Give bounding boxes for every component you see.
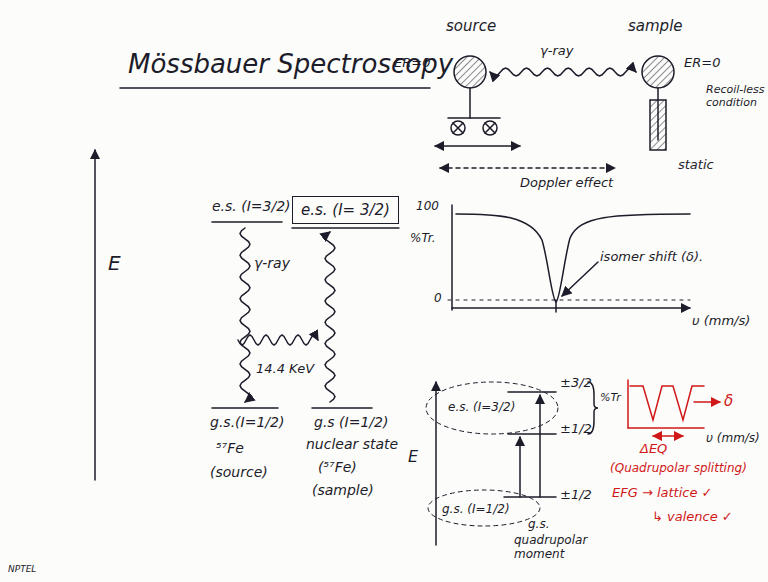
annotation: g.s. (I=1/2) — [442, 503, 510, 517]
annotation: E — [108, 252, 121, 275]
title-underline — [120, 87, 430, 89]
annotation: EFG → lattice ✓ — [612, 486, 712, 501]
annotation: υ (mm/s) — [706, 432, 760, 446]
energy-level — [212, 221, 282, 223]
annotation: quadrupolar moment — [514, 534, 610, 562]
gamma-ray-wave — [238, 335, 318, 345]
annotation: sample — [628, 18, 683, 35]
energy-level — [292, 227, 399, 229]
energy-level — [212, 407, 278, 409]
gamma-ray-wave — [325, 232, 335, 402]
annotation: υ (mm/s) — [692, 314, 750, 329]
annotation: g.s (I=1/2) — [314, 414, 388, 430]
annotation: isomer shift (δ). — [600, 250, 703, 265]
energy-level — [312, 407, 372, 409]
gamma-ray-wave — [240, 228, 250, 402]
annotation: source — [446, 18, 496, 35]
gamma-ray-wave — [490, 68, 636, 76]
annotation: ±3/2 — [560, 376, 592, 391]
annotation: static — [678, 158, 714, 173]
annotation: e.s. (I=3/2) — [212, 198, 291, 214]
energy-axis — [94, 150, 96, 480]
annotation: ↳ valence ✓ — [652, 510, 733, 525]
annotation: Doppler effect — [520, 176, 613, 191]
gamma-ray-waves — [238, 68, 636, 402]
annotation: (⁵⁷Fe) — [318, 459, 357, 475]
annotation: Recoil-less condition — [706, 84, 766, 109]
annotation: e.s. (I=3/2) — [448, 401, 515, 415]
annotation: ER=0 — [394, 56, 430, 71]
sample-atom — [642, 56, 674, 150]
boxed-energy-level: e.s. (I= 3/2) — [292, 196, 399, 224]
annotation: g.s.(I=1/2) — [210, 414, 284, 430]
quadrupole-spectrum — [628, 380, 720, 436]
annotation: γ-ray — [254, 255, 290, 271]
annotation: ΔEQ — [640, 442, 667, 457]
annotation: %Tr. — [410, 232, 435, 246]
annotation: nuclear state — [306, 436, 398, 452]
annotation: ±1/2 — [560, 422, 592, 437]
annotation: ±1/2 — [560, 488, 592, 503]
source-atom — [435, 56, 615, 168]
level-label: e.s. (I= 3/2) — [301, 201, 390, 219]
annotation: (Quadrupolar splitting) — [610, 462, 747, 476]
annotation: (sample) — [312, 482, 374, 498]
annotation: γ-ray — [540, 44, 573, 59]
annotation: E — [408, 448, 418, 466]
annotation: 100 — [416, 200, 439, 214]
annotation: (source) — [210, 464, 268, 480]
annotation: %Tr — [600, 392, 621, 405]
annotation: δ — [724, 393, 733, 410]
annotation: 0 — [434, 292, 442, 306]
annotation: ⁵⁷Fe — [216, 440, 244, 456]
annotation: ER=0 — [684, 56, 720, 71]
annotation: NPTEL — [8, 564, 36, 574]
annotation: 14.4 KeV — [256, 362, 314, 377]
annotation: g.s. — [528, 518, 550, 532]
quadrupole-levels — [426, 382, 598, 545]
